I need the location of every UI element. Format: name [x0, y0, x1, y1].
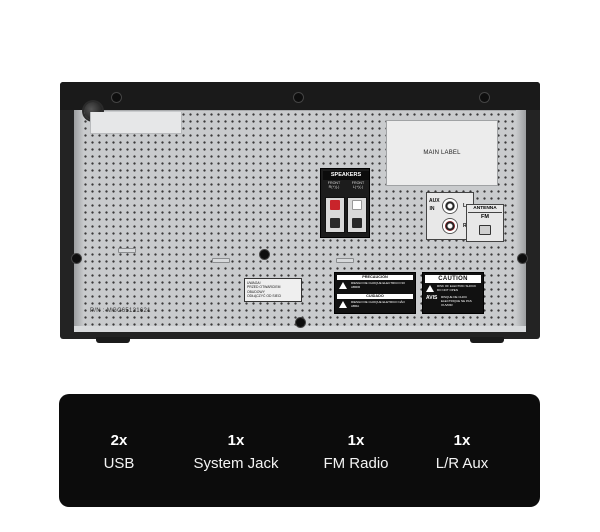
avis-text: RISQUE DE CHOC ELECTRIQUE NE PAS OUVRIR [441, 295, 472, 307]
feature-label: FM Radio [323, 455, 389, 472]
caution-head: CAUTION [425, 275, 481, 283]
speaker-terminals: SPEAKERS FRONT R(+)(-) FRONT L(+)(-) [320, 168, 370, 238]
warning-line: UWAGA! [247, 281, 261, 285]
screw-icon [518, 254, 527, 263]
caution-label: CAUTION RISK OF ELECTRIC SHOCK DO NOT OP… [422, 272, 484, 314]
speaker-terminal-right[interactable] [325, 197, 345, 233]
front-left-label: FRONT L(+)(-) [351, 181, 365, 190]
aux-right-label: R [463, 223, 467, 229]
warning-triangle-icon [426, 285, 434, 292]
feature-quantity: 1x [453, 432, 471, 449]
precaution-head: PRECAUCIÓN [337, 275, 413, 280]
antenna-title: ANTENNA [468, 206, 502, 213]
features-bar: 2x USB 1x System Jack 1x FM Radio 1x L/R… [59, 394, 540, 507]
main-label: MAIN LABEL [386, 120, 498, 186]
cuidado-head: CUIDADO [337, 294, 413, 299]
fm-antenna-jack[interactable] [479, 225, 491, 235]
vent-slot [336, 258, 354, 263]
warning-line: PRZED OTWARCIEM OBUDOWY [247, 285, 281, 294]
screw-icon [72, 254, 81, 263]
feature-label: System Jack [193, 455, 279, 472]
feature-item: 2x USB [59, 432, 179, 474]
feature-quantity: 1x [227, 432, 245, 449]
antenna-panel: ANTENNA FM [466, 204, 504, 242]
rca-red-jack[interactable] [443, 219, 457, 233]
device-foot-right [470, 337, 504, 343]
white-terminal-icon [352, 200, 362, 210]
feature-label: USB [103, 455, 135, 472]
warning-triangle-icon [339, 301, 347, 308]
device-rear-view: MAIN LABEL SPEAKERS FRONT R(+)(-) FRONT … [60, 82, 540, 343]
black-terminal-icon [330, 218, 340, 228]
feature-label: L/R Aux [435, 455, 489, 472]
feature-item: 1x L/R Aux [402, 432, 522, 474]
blank-panel [90, 112, 182, 134]
vent-slot [118, 248, 136, 253]
main-label-text: MAIN LABEL [423, 150, 461, 156]
warning-triangle-icon [339, 282, 347, 289]
feature-quantity: 1x [347, 432, 365, 449]
caution-text: RISK OF ELECTRIC SHOCK DO NOT OPEN [437, 284, 477, 292]
feature-quantity: 2x [110, 432, 128, 449]
speaker-terminal-left[interactable] [347, 197, 367, 233]
antenna-band: FM [481, 214, 489, 220]
aux-in-label: AUX IN [429, 198, 440, 212]
rear-panel-edge-right [516, 110, 526, 332]
part-number: P/N : MGC65121621 [90, 308, 151, 314]
front-right-label: FRONT R(+)(-) [327, 181, 341, 190]
cuidado-text: RIESGO DE CHOQUE ELETRICO NÃO ABRA [351, 300, 405, 308]
speakers-title: SPEAKERS [323, 171, 369, 180]
screw-icon [294, 93, 303, 102]
black-terminal-icon [352, 218, 362, 228]
red-terminal-icon [330, 200, 340, 210]
feature-item: 1x System Jack [176, 432, 296, 474]
rear-panel-bottom-strip [74, 326, 526, 332]
screw-icon [260, 250, 269, 259]
avis-head: AVIS [426, 295, 438, 301]
device-foot-left [96, 337, 130, 343]
rca-white-jack[interactable] [443, 199, 457, 213]
precaution-text: RIESGO DE CHOQUE ELECTRICO NO ABRIR [351, 281, 406, 289]
warning-line: ODŁĄCZYĆ OD SIECI [247, 293, 282, 298]
precaution-label: PRECAUCIÓN RIESGO DE CHOQUE ELECTRICO NO… [334, 272, 416, 314]
aux-left-label: L [463, 203, 467, 209]
warning-card: UWAGA! PRZED OTWARCIEM OBUDOWY ODŁĄCZYĆ … [244, 278, 302, 302]
screw-icon [296, 318, 305, 327]
screw-icon [112, 93, 121, 102]
rear-panel-edge-left [74, 110, 84, 332]
feature-item: 1x FM Radio [296, 432, 416, 474]
vent-slot [212, 258, 230, 263]
screw-icon [480, 93, 489, 102]
